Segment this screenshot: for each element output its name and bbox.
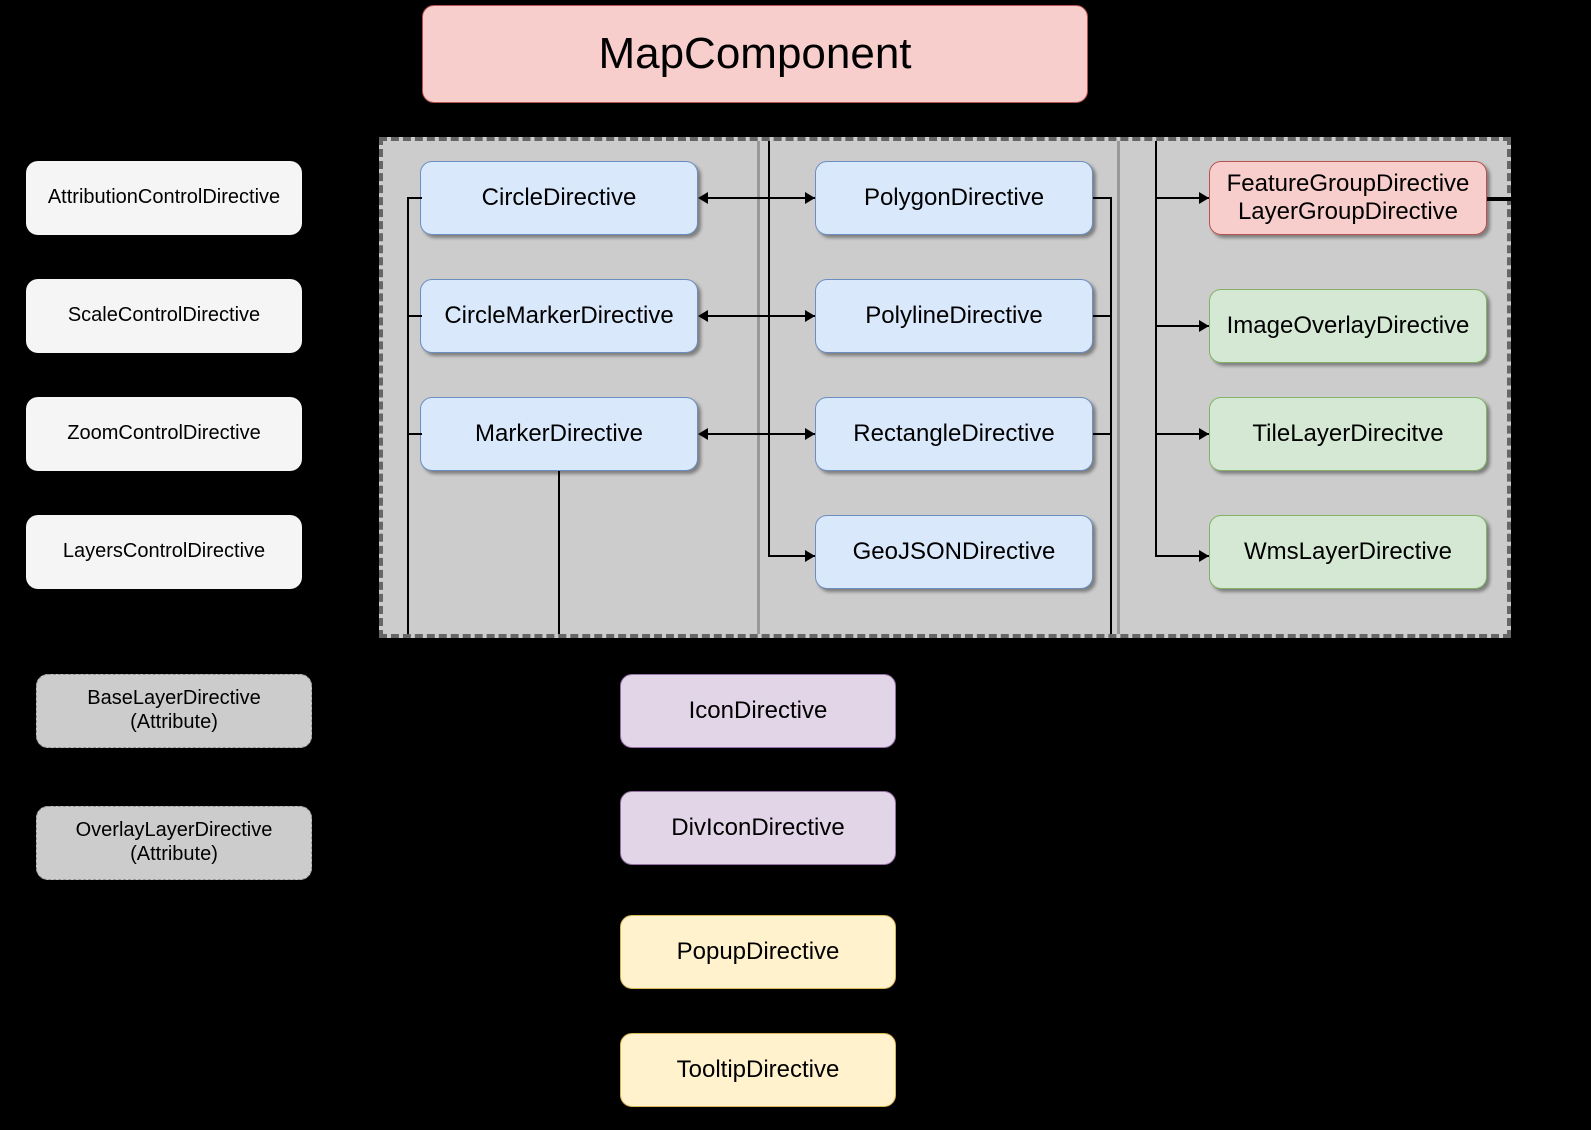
- arrow-head-to-featuregroup: [1199, 192, 1209, 204]
- node-feature-group-layer-group-directive[interactable]: FeatureGroupDirective LayerGroupDirectiv…: [1209, 161, 1487, 235]
- connector-marker-drop: [558, 471, 560, 634]
- node-base-layer-directive[interactable]: BaseLayerDirective (Attribute): [36, 674, 312, 748]
- node-rectangle-directive[interactable]: RectangleDirective: [815, 397, 1093, 471]
- connector-right-spine: [1155, 141, 1157, 556]
- connector-center-spine: [768, 141, 770, 556]
- node-wms-layer-directive[interactable]: WmsLayerDirective: [1209, 515, 1487, 589]
- node-tooltip-directive[interactable]: TooltipDirective: [620, 1033, 896, 1107]
- node-marker-directive[interactable]: MarkerDirective: [420, 397, 698, 471]
- node-circle-marker-directive[interactable]: CircleMarkerDirective: [420, 279, 698, 353]
- arrow-head-to-geojson: [805, 550, 815, 562]
- node-popup-directive[interactable]: PopupDirective: [620, 915, 896, 989]
- node-map-component[interactable]: MapComponent: [422, 5, 1088, 103]
- connector-right-row-imageoverlay: [1155, 325, 1209, 327]
- group-divider-left: [757, 141, 760, 634]
- node-div-icon-directive[interactable]: DivIconDirective: [620, 791, 896, 865]
- connector-featuregroup-outflow: [1487, 197, 1511, 201]
- connector-col2-stub-polygon: [1093, 197, 1112, 199]
- node-scale-control-directive[interactable]: ScaleControlDirective: [26, 279, 302, 353]
- connector-center-row-marker: [706, 433, 815, 435]
- connector-col2-stub-rectangle: [1093, 433, 1112, 435]
- group-divider-right: [1117, 141, 1120, 634]
- connector-left-stub-marker: [407, 433, 422, 435]
- connector-right-row-tilelayer: [1155, 433, 1209, 435]
- arrow-head-to-circlemarker: [698, 310, 708, 322]
- arrow-head-to-wmslayer: [1199, 550, 1209, 562]
- arrow-head-to-marker: [698, 428, 708, 440]
- connector-right-row-featuregroup: [1155, 197, 1209, 199]
- connector-right-row-wmslayer: [1155, 555, 1209, 557]
- node-image-overlay-directive[interactable]: ImageOverlayDirective: [1209, 289, 1487, 363]
- node-geojson-directive[interactable]: GeoJSONDirective: [815, 515, 1093, 589]
- node-tile-layer-directive[interactable]: TileLayerDirecitve: [1209, 397, 1487, 471]
- connector-col2-outflow-spine: [1110, 197, 1112, 634]
- arrow-head-to-polyline: [805, 310, 815, 322]
- node-circle-directive[interactable]: CircleDirective: [420, 161, 698, 235]
- connector-center-row-circlemarker: [706, 315, 815, 317]
- connector-left-stub-circlemarker: [407, 315, 422, 317]
- connector-col2-stub-polyline: [1093, 315, 1112, 317]
- node-polygon-directive[interactable]: PolygonDirective: [815, 161, 1093, 235]
- arrow-head-to-imageoverlay: [1199, 320, 1209, 332]
- connector-center-row-geojson: [768, 555, 815, 557]
- node-polyline-directive[interactable]: PolylineDirective: [815, 279, 1093, 353]
- connector-left-spine: [407, 197, 409, 634]
- arrow-head-to-polygon: [805, 192, 815, 204]
- node-overlay-layer-directive[interactable]: OverlayLayerDirective (Attribute): [36, 806, 312, 880]
- arrow-head-to-circle: [698, 192, 708, 204]
- arrow-head-to-tilelayer: [1199, 428, 1209, 440]
- connector-left-stub-circle: [407, 197, 422, 199]
- connector-center-row-circle: [706, 197, 815, 199]
- arrow-head-to-rectangle: [805, 428, 815, 440]
- node-icon-directive[interactable]: IconDirective: [620, 674, 896, 748]
- node-attribution-control-directive[interactable]: AttributionControlDirective: [26, 161, 302, 235]
- node-zoom-control-directive[interactable]: ZoomControlDirective: [26, 397, 302, 471]
- node-layers-control-directive[interactable]: LayersControlDirective: [26, 515, 302, 589]
